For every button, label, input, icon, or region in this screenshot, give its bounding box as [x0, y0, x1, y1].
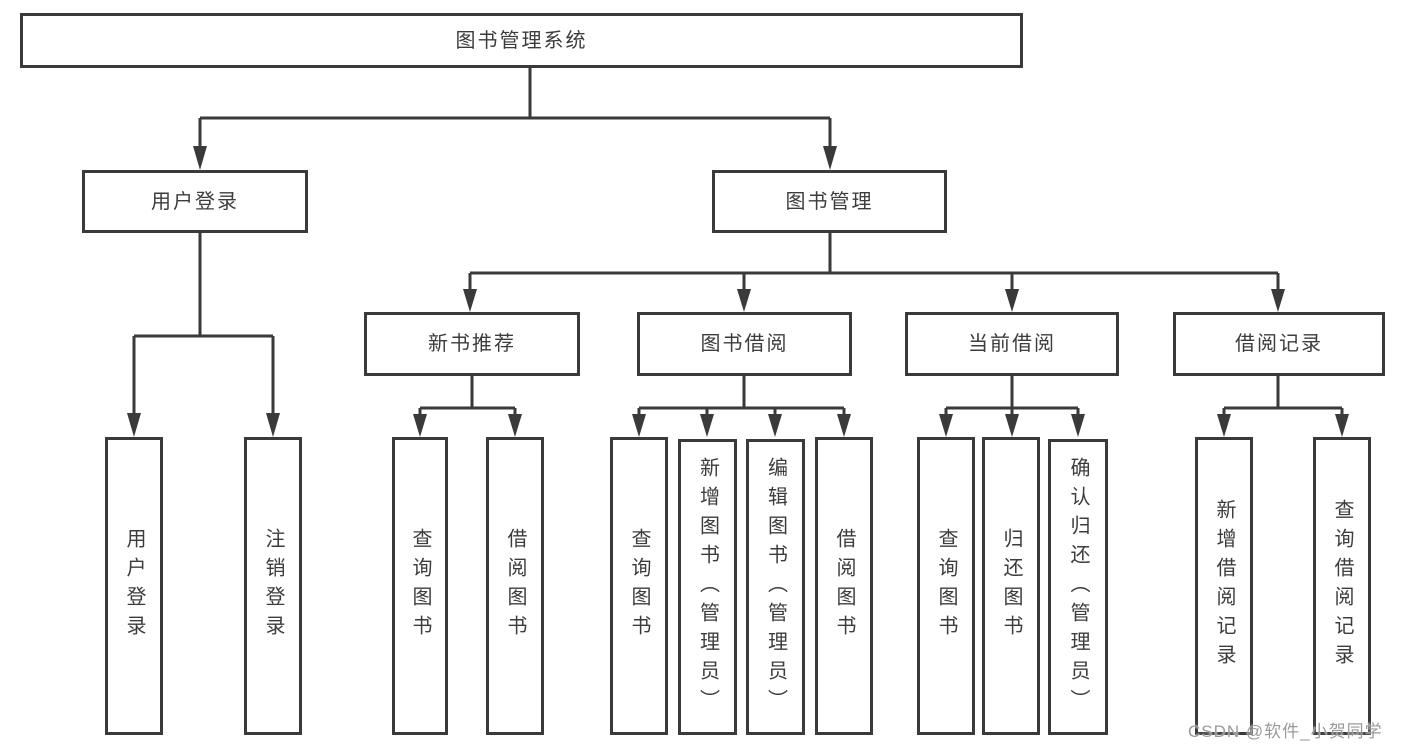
leaf-logout: 注销登录 — [244, 437, 302, 735]
leaf-return-book: 归还图书 — [982, 437, 1040, 735]
leaf-confirm-return-admin: 确认归还（管理员） — [1048, 439, 1108, 735]
node-root: 图书管理系统 — [20, 13, 1023, 68]
node-user-login: 用户登录 — [82, 170, 308, 233]
leaf-edit-book-admin: 编辑图书（管理员） — [746, 439, 805, 735]
node-new-book-recommend: 新书推荐 — [364, 312, 580, 376]
leaf-query-book-current: 查询图书 — [917, 437, 975, 735]
node-borrow-record: 借阅记录 — [1173, 312, 1385, 376]
leaf-borrow-book-recommend: 借阅图书 — [486, 437, 544, 735]
node-current-borrow: 当前借阅 — [905, 312, 1119, 376]
leaf-query-book-recommend: 查询图书 — [392, 437, 448, 735]
leaf-query-borrow-record: 查询借阅记录 — [1313, 437, 1371, 735]
node-book-management: 图书管理 — [712, 170, 947, 233]
leaf-query-book-borrow: 查询图书 — [610, 437, 668, 735]
leaf-add-borrow-record: 新增借阅记录 — [1195, 437, 1253, 735]
csdn-watermark: CSDN @软件_小贺同学 — [1188, 722, 1383, 741]
node-book-borrow: 图书借阅 — [637, 312, 852, 376]
leaf-user-login: 用户登录 — [105, 437, 163, 735]
leaf-add-book-admin: 新增图书（管理员） — [678, 439, 737, 735]
leaf-borrow-book: 借阅图书 — [815, 437, 873, 735]
